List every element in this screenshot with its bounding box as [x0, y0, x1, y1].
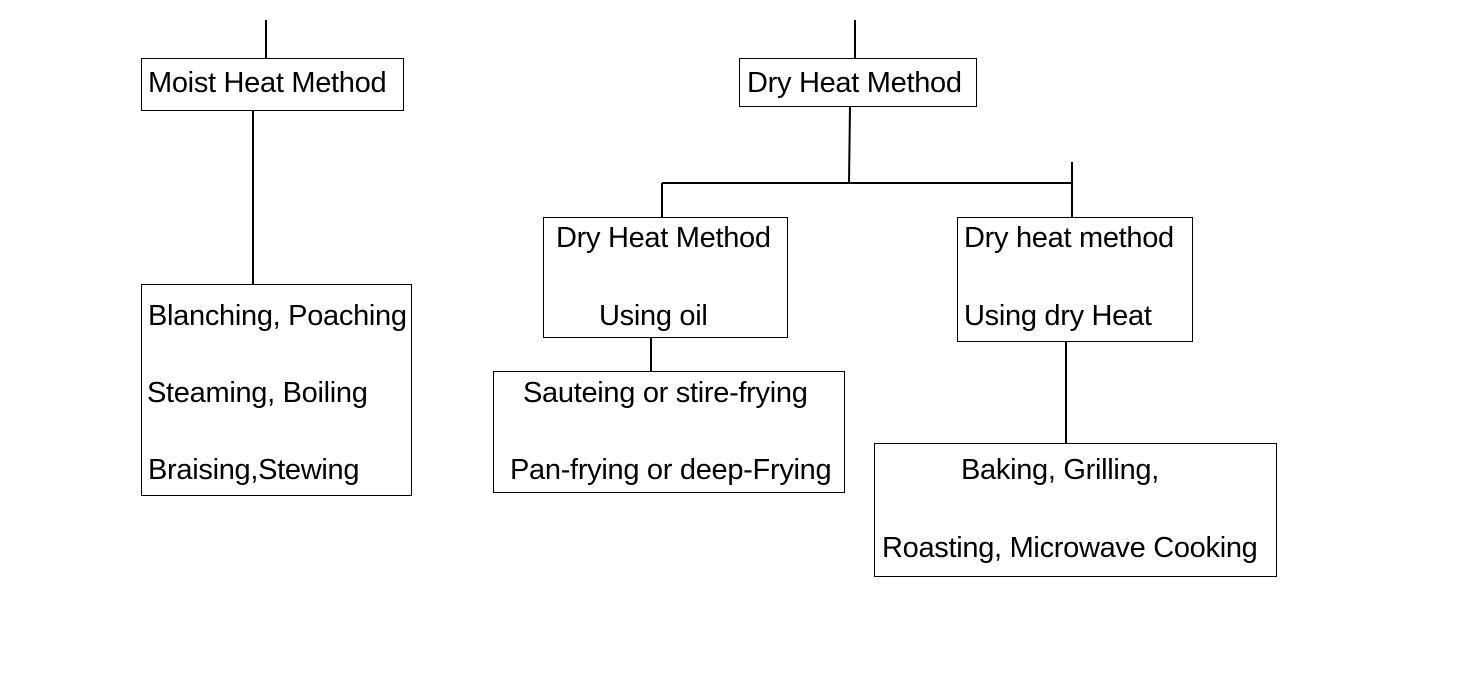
moist-methods-line-2: Steaming, Boiling — [147, 377, 368, 409]
dryheat-methods-line-2: Roasting, Microwave Cooking — [882, 532, 1258, 564]
dry-down-line — [848, 106, 851, 184]
moist-methods-line-1: Blanching, Poaching — [148, 300, 407, 332]
oil-methods-line-1: Sauteing or stire-frying — [523, 377, 808, 409]
dry-heat-method-box — [739, 58, 977, 107]
dry-heat-dryheat-box — [957, 217, 1193, 342]
dry-heat-dryheat-line-2: Using dry Heat — [964, 300, 1152, 332]
dry-heat-oil-box — [543, 217, 788, 338]
dry-heat-method-title: Dry Heat Method — [747, 67, 962, 99]
moist-heat-method-title: Moist Heat Method — [148, 67, 387, 99]
dry-heat-oil-line-2: Using oil — [599, 300, 708, 332]
moist-methods-box — [141, 284, 412, 496]
dry-heat-oil-line-1: Dry Heat Method — [556, 222, 771, 254]
dryheat-methods-box — [874, 443, 1277, 577]
moist-methods-line-3: Braising,Stewing — [148, 454, 360, 486]
dry-heat-dryheat-line-1: Dry heat method — [964, 222, 1174, 254]
dryheat-methods-line-1: Baking, Grilling, — [961, 454, 1159, 486]
moist-heat-method-box — [141, 58, 404, 111]
oil-methods-box — [493, 371, 845, 493]
oil-methods-line-2: Pan-frying or deep-Frying — [510, 454, 832, 486]
